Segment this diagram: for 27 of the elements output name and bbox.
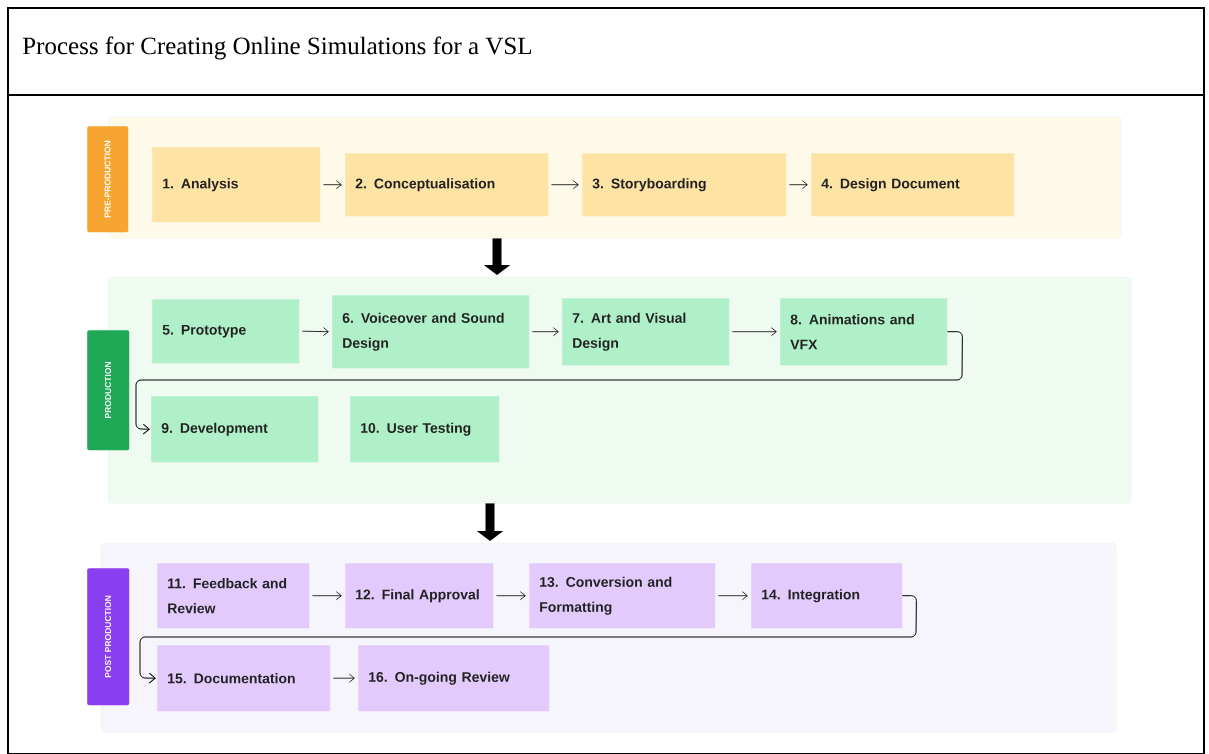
arrow bbox=[551, 180, 579, 190]
process-box: 8. Animations and VFX bbox=[780, 298, 948, 366]
process-box: 4. Design Document bbox=[811, 153, 1015, 217]
process-box: 9. Development bbox=[151, 396, 319, 463]
process-box: 11. Feedback and Review bbox=[157, 563, 310, 629]
arrow bbox=[496, 591, 526, 601]
process-box: 16. On-going Review bbox=[358, 645, 550, 712]
process-box: 5. Prototype bbox=[152, 299, 300, 364]
arrow bbox=[302, 327, 329, 336]
title: Process for Creating Online Simulations for a VSL bbox=[22, 36, 532, 60]
arrow bbox=[532, 327, 559, 337]
arrow bbox=[789, 180, 808, 190]
arrow bbox=[312, 591, 342, 601]
arrow bbox=[732, 327, 777, 337]
arrow bbox=[323, 180, 342, 190]
process-box: 2. Conceptualisation bbox=[345, 153, 549, 217]
process-box: 13. Conversion and Formatting bbox=[529, 563, 716, 629]
process-box: 14. Integration bbox=[751, 563, 903, 629]
process-box: 6. Voiceover and Sound Design bbox=[332, 295, 530, 369]
process-box: 15. Documentation bbox=[157, 645, 331, 712]
process-box: 3. Storyboarding bbox=[582, 153, 787, 217]
arrow bbox=[333, 673, 355, 683]
process-box: 10. User Testing bbox=[350, 396, 500, 463]
process-box: 7. Art and Visual Design bbox=[562, 298, 730, 366]
process-box: 12. Final Approval bbox=[345, 563, 494, 629]
process-box: 1. Analysis bbox=[152, 147, 321, 223]
arrow bbox=[718, 591, 748, 601]
